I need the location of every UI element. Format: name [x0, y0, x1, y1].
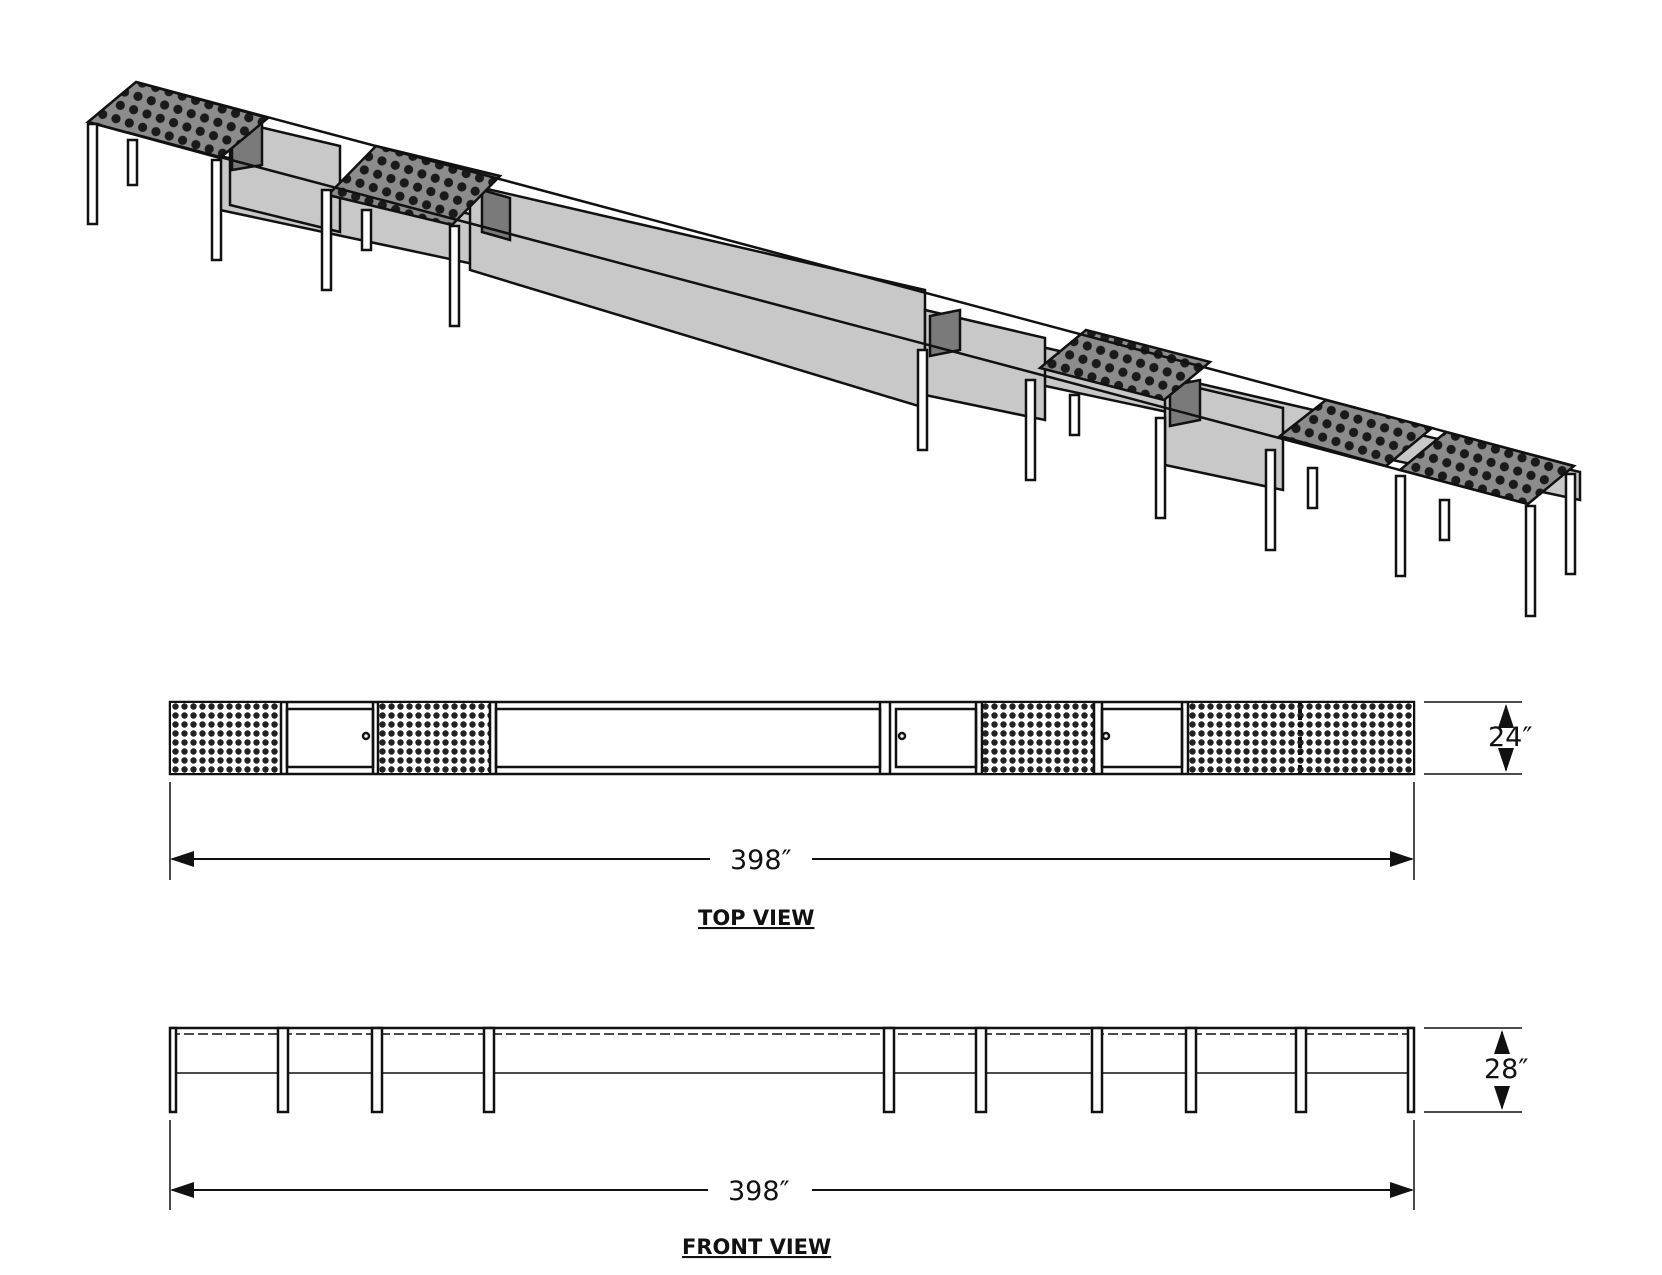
top-tub-1	[285, 707, 375, 769]
front-height-dimension	[1424, 1027, 1522, 1113]
front-view	[168, 1026, 1522, 1210]
tub-small-2-inner	[928, 308, 962, 358]
iso-legs	[86, 122, 1577, 618]
top-width-dimension	[1424, 701, 1522, 775]
top-grate-3	[982, 703, 1094, 773]
top-tub-2	[494, 707, 882, 769]
front-length-label: 398″	[728, 1176, 790, 1207]
front-length-dimension	[169, 1120, 1415, 1210]
top-length-dimension	[169, 782, 1415, 880]
grate-3	[1037, 328, 1213, 402]
top-width-label: 24″	[1488, 722, 1532, 753]
front-legs	[168, 1026, 1416, 1114]
top-grate-2	[378, 703, 490, 773]
top-view-caption: TOP VIEW	[698, 906, 814, 930]
top-tub-3	[894, 707, 978, 769]
top-grate-1	[171, 703, 281, 773]
top-length-label: 398″	[730, 845, 792, 876]
isometric-view	[85, 80, 1582, 618]
tub-large	[468, 183, 927, 410]
grate-2	[325, 144, 503, 227]
front-view-caption: FRONT VIEW	[682, 1235, 831, 1259]
top-tub-4	[1100, 707, 1184, 769]
front-height-label: 28″	[1484, 1054, 1528, 1085]
top-view	[168, 700, 1522, 880]
